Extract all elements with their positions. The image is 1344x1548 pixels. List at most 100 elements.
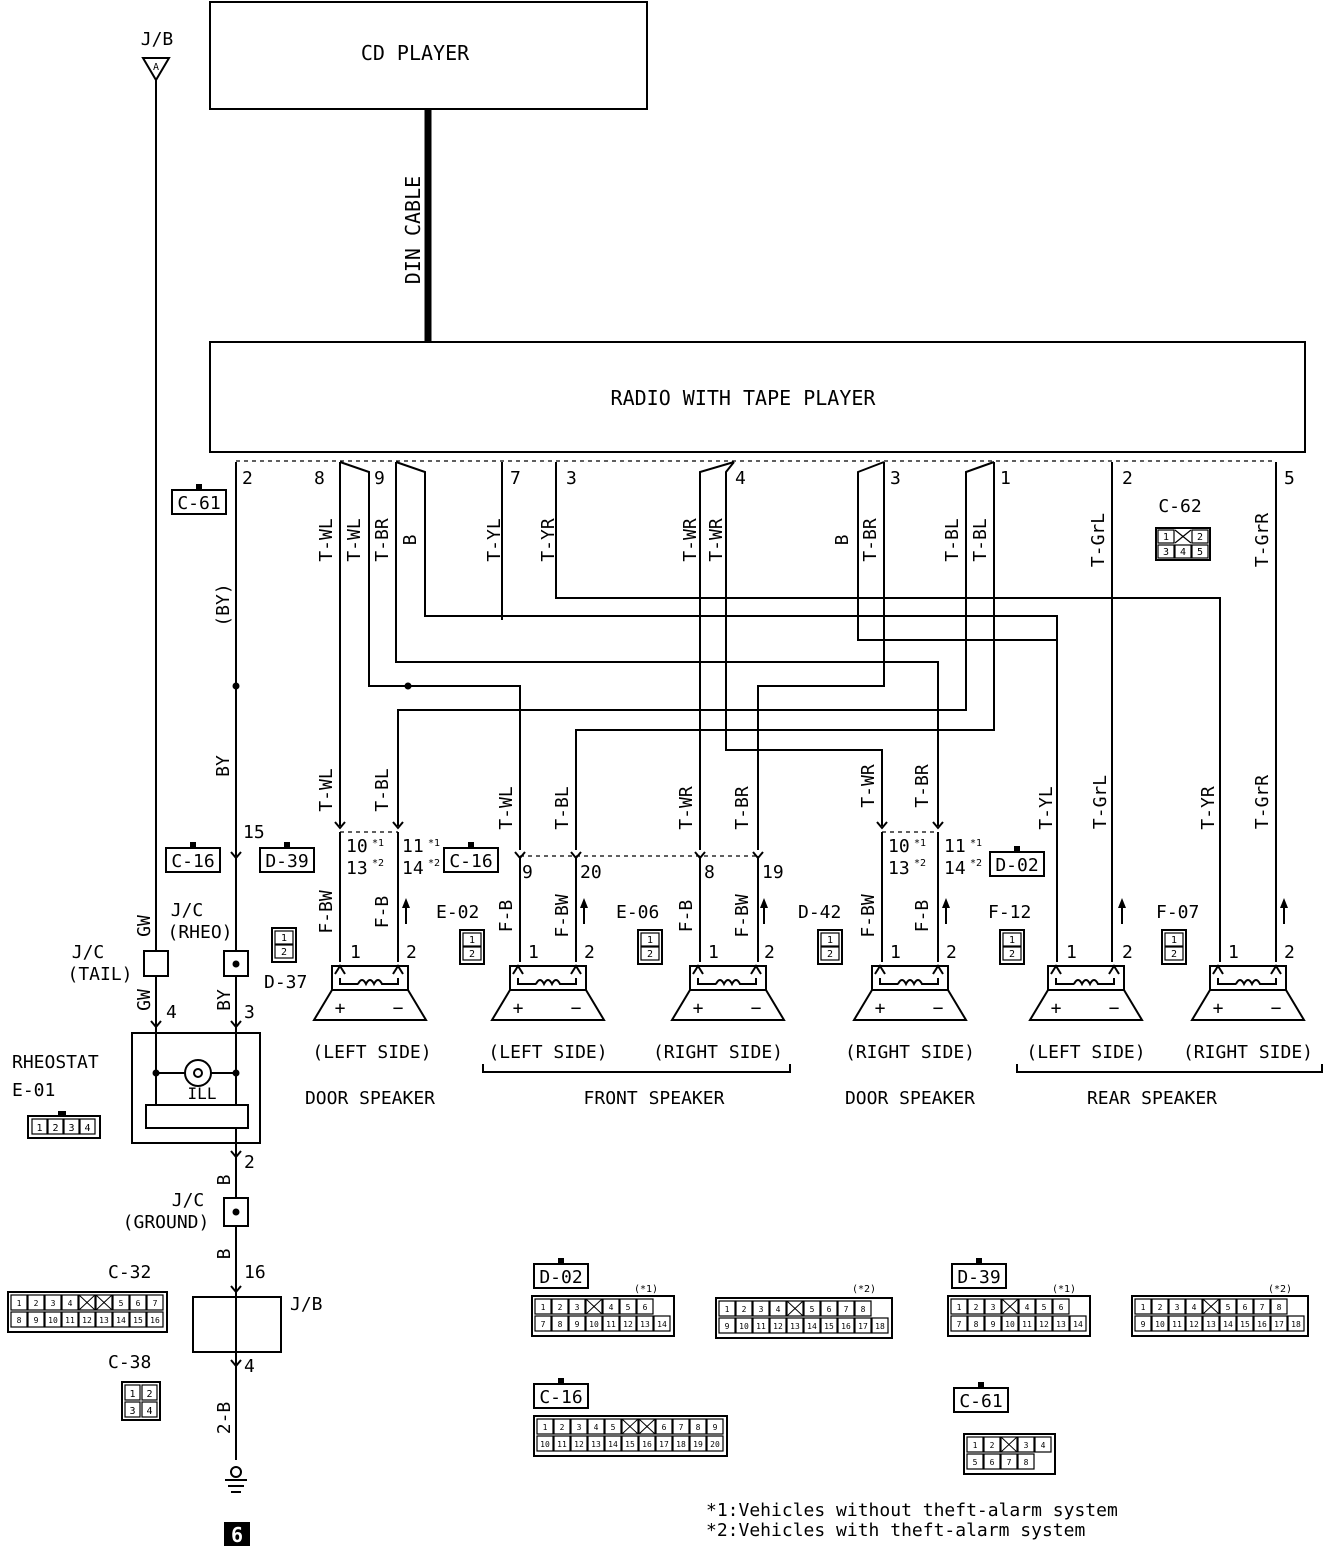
- cell-label: 5: [1226, 1303, 1231, 1312]
- svg-text:1: 1: [1163, 532, 1169, 543]
- speaker-wire-labels: T-WL T-BL T-WL T-BL T-WR T-BR T-WR T-BR …: [316, 764, 1273, 830]
- svg-text:C-62: C-62: [1158, 496, 1201, 517]
- svg-text:T-WR: T-WR: [676, 786, 697, 830]
- cell-label: 1: [543, 1423, 548, 1432]
- speaker-plus: +: [693, 998, 704, 1019]
- rheostat-id: E-01: [12, 1080, 55, 1101]
- radio-pin-labels: 2 8 9 7 3 4 3 1 2 5: [242, 468, 1295, 489]
- cell-label: 9: [575, 1320, 580, 1329]
- svg-text:T-GrR: T-GrR: [1252, 775, 1273, 829]
- svg-text:T-BL: T-BL: [970, 518, 991, 562]
- svg-text:B: B: [400, 535, 421, 546]
- svg-text:T-YR: T-YR: [1198, 786, 1219, 830]
- connector-e02-label: E-02: [436, 902, 479, 923]
- cell-label: 5: [611, 1423, 616, 1432]
- d39-note-a: (*1): [1052, 1284, 1076, 1295]
- cell-label: 3: [51, 1299, 56, 1308]
- cell-label: 13: [790, 1322, 800, 1331]
- d02-tag-bottom: D-02: [533, 1258, 589, 1289]
- svg-text:3: 3: [566, 468, 577, 489]
- svg-text:5: 5: [1284, 468, 1295, 489]
- cell-label: 14: [608, 1440, 618, 1449]
- cell-label: 9: [991, 1320, 996, 1329]
- cell-label: 3: [577, 1423, 582, 1432]
- svg-text:1: 1: [129, 1389, 135, 1400]
- title-door-speaker-right: DOOR SPEAKER: [845, 1088, 975, 1109]
- cd-player-label: CD PLAYER: [361, 41, 470, 65]
- cell-label: 7: [153, 1299, 158, 1308]
- svg-text:10: 10: [346, 836, 368, 857]
- cell-label: 14: [116, 1316, 126, 1325]
- svg-text:T-GrR: T-GrR: [1252, 513, 1273, 567]
- cell-label: 4: [1041, 1441, 1046, 1450]
- jc-tail-label-2: (TAIL): [67, 964, 132, 985]
- svg-text:D-39: D-39: [957, 1267, 1000, 1288]
- svg-text:4: 4: [146, 1406, 152, 1417]
- cell-label: 5: [119, 1299, 124, 1308]
- cell-label: 5: [626, 1303, 631, 1312]
- svg-text:T-BL: T-BL: [942, 518, 963, 562]
- speaker-pin: 1: [1066, 942, 1077, 963]
- svg-text:T-WL: T-WL: [344, 518, 365, 562]
- svg-text:*1: *1: [428, 838, 440, 849]
- cell-label: 11: [1022, 1320, 1032, 1329]
- svg-text:T-WL: T-WL: [316, 768, 337, 812]
- cell-label: 2: [560, 1423, 565, 1432]
- connector-e06-label: E-06: [616, 902, 659, 923]
- radio-label: RADIO WITH TAPE PLAYER: [611, 386, 877, 410]
- cell-label: 10: [48, 1316, 58, 1325]
- svg-text:1: 1: [36, 1123, 42, 1134]
- speaker-pin: 1: [350, 942, 361, 963]
- wire-label-by-paren: (BY): [213, 583, 234, 626]
- svg-text:3: 3: [68, 1123, 74, 1134]
- cell-label: 11: [557, 1440, 567, 1449]
- cell-label: 11: [1172, 1320, 1182, 1329]
- svg-text:F-B: F-B: [496, 900, 517, 933]
- cell-label: 8: [974, 1320, 979, 1329]
- cell-label: 4: [1025, 1303, 1030, 1312]
- svg-text:9: 9: [374, 468, 385, 489]
- svg-text:D-39: D-39: [265, 851, 308, 872]
- cell-label: 2: [990, 1441, 995, 1450]
- connector-d42-label: D-42: [798, 902, 841, 923]
- svg-text:T-YR: T-YR: [538, 518, 559, 562]
- cell-label: 3: [575, 1303, 580, 1312]
- svg-text:F-BW: F-BW: [858, 894, 879, 938]
- footnote-2: *2:Vehicles with theft-alarm system: [706, 1520, 1085, 1541]
- cell-label: 1: [541, 1303, 546, 1312]
- radio-wire-labels: T-WL T-WL T-BR B T-YL T-YR T-WR T-WR B T…: [316, 513, 1273, 567]
- speaker-pin: 2: [946, 942, 957, 963]
- svg-text:B: B: [832, 535, 853, 546]
- svg-text:3: 3: [890, 468, 901, 489]
- svg-text:11: 11: [944, 836, 966, 857]
- lower-wire-labels: F-BW F-B F-B F-BW F-B F-BW F-BW F-B: [316, 890, 933, 938]
- cell-label: 6: [1059, 1303, 1064, 1312]
- din-cable-label: DIN CABLE: [401, 176, 425, 284]
- svg-text:3: 3: [129, 1406, 135, 1417]
- speaker-pin: 1: [1228, 942, 1239, 963]
- title-door-speaker-left: DOOR SPEAKER: [305, 1088, 435, 1109]
- caption-front-left: (LEFT SIDE): [488, 1042, 607, 1063]
- cell-label: 7: [679, 1423, 684, 1432]
- svg-text:F-B: F-B: [912, 900, 933, 933]
- jb-top-pin: A: [153, 62, 159, 73]
- cell-label: 13: [1206, 1320, 1216, 1329]
- pin-16: 16: [244, 1262, 266, 1283]
- two-pin-connector-icon: 12: [999, 929, 1025, 965]
- cell-label: 2: [34, 1299, 39, 1308]
- svg-text:10: 10: [888, 836, 910, 857]
- cell-label: 10: [540, 1440, 550, 1449]
- cell-label: 2: [558, 1303, 563, 1312]
- svg-text:F-B: F-B: [676, 900, 697, 933]
- svg-text:11: 11: [402, 836, 424, 857]
- cell-label: 2: [742, 1305, 747, 1314]
- caption-door-right: (RIGHT SIDE): [845, 1042, 975, 1063]
- cell-label: 12: [82, 1316, 92, 1325]
- cell-label: 6: [990, 1458, 995, 1467]
- cell-label: 2: [974, 1303, 979, 1312]
- svg-text:4: 4: [735, 468, 746, 489]
- ground-icon: [225, 1466, 247, 1493]
- cell-label: 4: [609, 1303, 614, 1312]
